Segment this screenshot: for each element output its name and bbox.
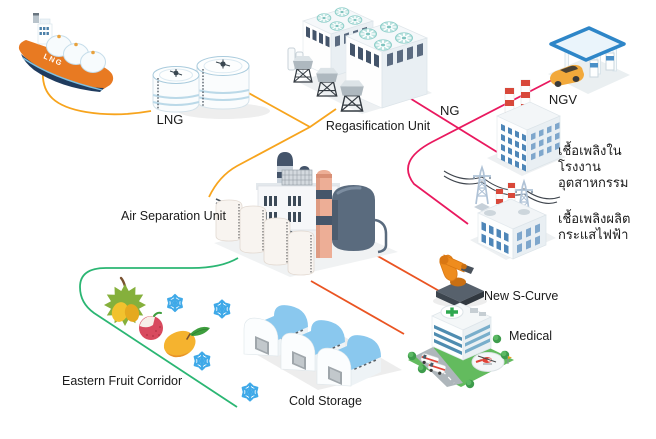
- power-fuel-label: เชื้อเพลิงผลิต กระแสไฟฟ้า: [558, 211, 653, 243]
- lng-terminal-label: LNG: [156, 112, 184, 127]
- asu-columns: [215, 198, 315, 276]
- air-separation-unit-illustration: [214, 152, 398, 277]
- new-s-curve-robot-illustration: [433, 254, 487, 308]
- cold-storage-illustration: [242, 303, 402, 390]
- air-separation-unit-label: Air Separation Unit: [121, 209, 226, 223]
- industrial-fuel-label-line1: เชื้อเพลิงในโรงงาน: [558, 143, 622, 174]
- lng-line-ship-to-tanks: [42, 69, 152, 116]
- helipad: [471, 352, 505, 372]
- medical-building: [431, 302, 492, 361]
- lng-tank-left: [152, 66, 200, 113]
- lychee-icon: [139, 311, 163, 340]
- industry-line-asu-to-medical: [310, 280, 405, 335]
- power-fuel-label-line2: กระแสไฟฟ้า: [558, 227, 629, 242]
- eastern-fruit-corridor-label: Eastern Fruit Corridor: [62, 374, 183, 388]
- ng-line-regas-to-industrial: [407, 96, 498, 153]
- industrial-fuel-label: เชื้อเพลิงในโรงงาน อุตสาหกรรม: [558, 143, 653, 191]
- power-plant-illustration: [470, 182, 556, 260]
- regasification-unit-label: Regasification Unit: [325, 119, 431, 133]
- durian-icon: [104, 276, 146, 326]
- lng-tank-right: [196, 56, 250, 110]
- new-s-curve-label: New S-Curve: [484, 289, 559, 303]
- ngv-car: [550, 64, 584, 87]
- power-fuel-label-line1: เชื้อเพลิงผลิต: [558, 211, 631, 226]
- cold-storage-label: Cold Storage: [289, 394, 362, 408]
- ngv-station-illustration: [548, 26, 630, 94]
- ngv-pumps: [589, 52, 615, 78]
- cold-line-asu-to-cold-storage: [79, 257, 239, 408]
- medical-label: Medical: [509, 329, 553, 343]
- ngv-station-label: NGV: [548, 92, 578, 107]
- ambulances: [420, 353, 446, 375]
- medical-illustration: [407, 302, 514, 389]
- ng-label: NG: [440, 103, 460, 118]
- industrial-factory-illustration: [487, 79, 566, 176]
- lng-line-junction-to-air-separation: [208, 126, 311, 198]
- lng-ship-illustration: LNG: [18, 13, 114, 92]
- regasification-unit-illustration: [287, 6, 432, 114]
- lng-storage-tanks-illustration: [152, 56, 270, 119]
- connector-lines: [42, 69, 553, 408]
- lng-domes: [46, 34, 106, 73]
- ng-line-ngv-to-power-plant: [407, 79, 553, 225]
- industry-line-asu-to-robot: [366, 249, 442, 293]
- asu-salmon-chimney: [316, 170, 332, 258]
- asu-gas-tank: [332, 185, 388, 254]
- eastern-fruit-corridor-illustration: [104, 276, 259, 401]
- industrial-fuel-label-line2: อุตสาหกรรม: [558, 175, 629, 190]
- mango-icon: [163, 326, 210, 358]
- green-cross-icon: [446, 307, 458, 317]
